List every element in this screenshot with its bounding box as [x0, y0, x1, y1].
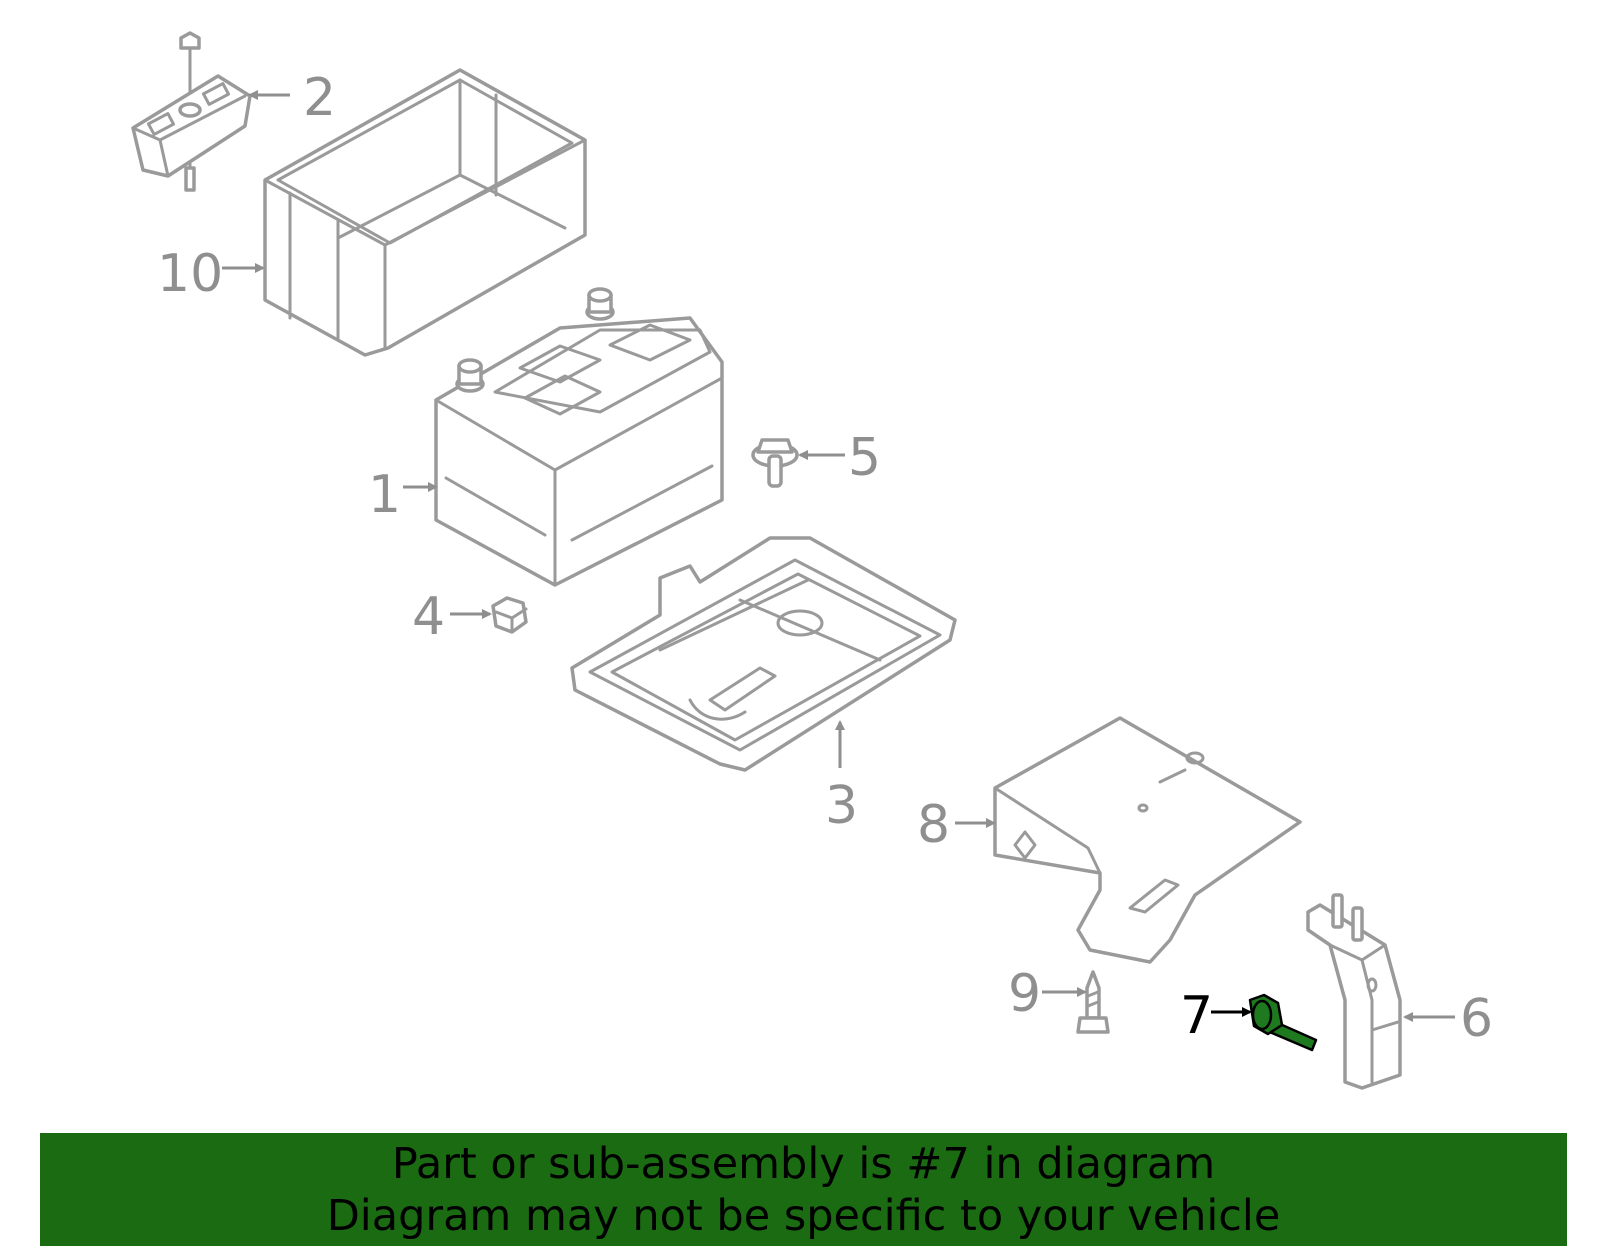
- info-banner: Part or sub-assembly is #7 in diagram Di…: [40, 1133, 1567, 1246]
- callout-4[interactable]: 4: [412, 587, 445, 647]
- part-5-bolt[interactable]: [751, 438, 799, 488]
- callout-8[interactable]: 8: [917, 795, 950, 855]
- part-2-hold-down-clamp[interactable]: [131, 31, 252, 192]
- callout-10[interactable]: 10: [157, 244, 223, 304]
- callout-2[interactable]: 2: [303, 68, 336, 128]
- part-3-battery-tray[interactable]: [570, 536, 957, 772]
- callout-9[interactable]: 9: [1008, 964, 1041, 1024]
- callout-5[interactable]: 5: [848, 428, 881, 488]
- callout-1[interactable]: 1: [368, 465, 401, 525]
- banner-line-disclaimer: Diagram may not be specific to your vehi…: [326, 1190, 1281, 1241]
- callout-6[interactable]: 6: [1460, 989, 1493, 1049]
- banner-line-part-number: Part or sub-assembly is #7 in diagram: [391, 1138, 1216, 1189]
- parts-diagram: 2 10 1 5 4 3 8 9 7 6: [131, 31, 1493, 1090]
- part-9-screw[interactable]: [1076, 970, 1110, 1034]
- part-6-bracket[interactable]: [1306, 893, 1402, 1090]
- part-7-bolt-highlighted[interactable]: [1248, 993, 1318, 1052]
- part-10-battery-insulator[interactable]: [263, 68, 587, 357]
- part-4-nut[interactable]: [491, 596, 528, 634]
- callout-7-highlighted[interactable]: 7: [1180, 986, 1213, 1046]
- part-1-battery[interactable]: [434, 287, 724, 587]
- callout-3[interactable]: 3: [825, 776, 858, 836]
- part-8-tray-support[interactable]: [993, 716, 1302, 964]
